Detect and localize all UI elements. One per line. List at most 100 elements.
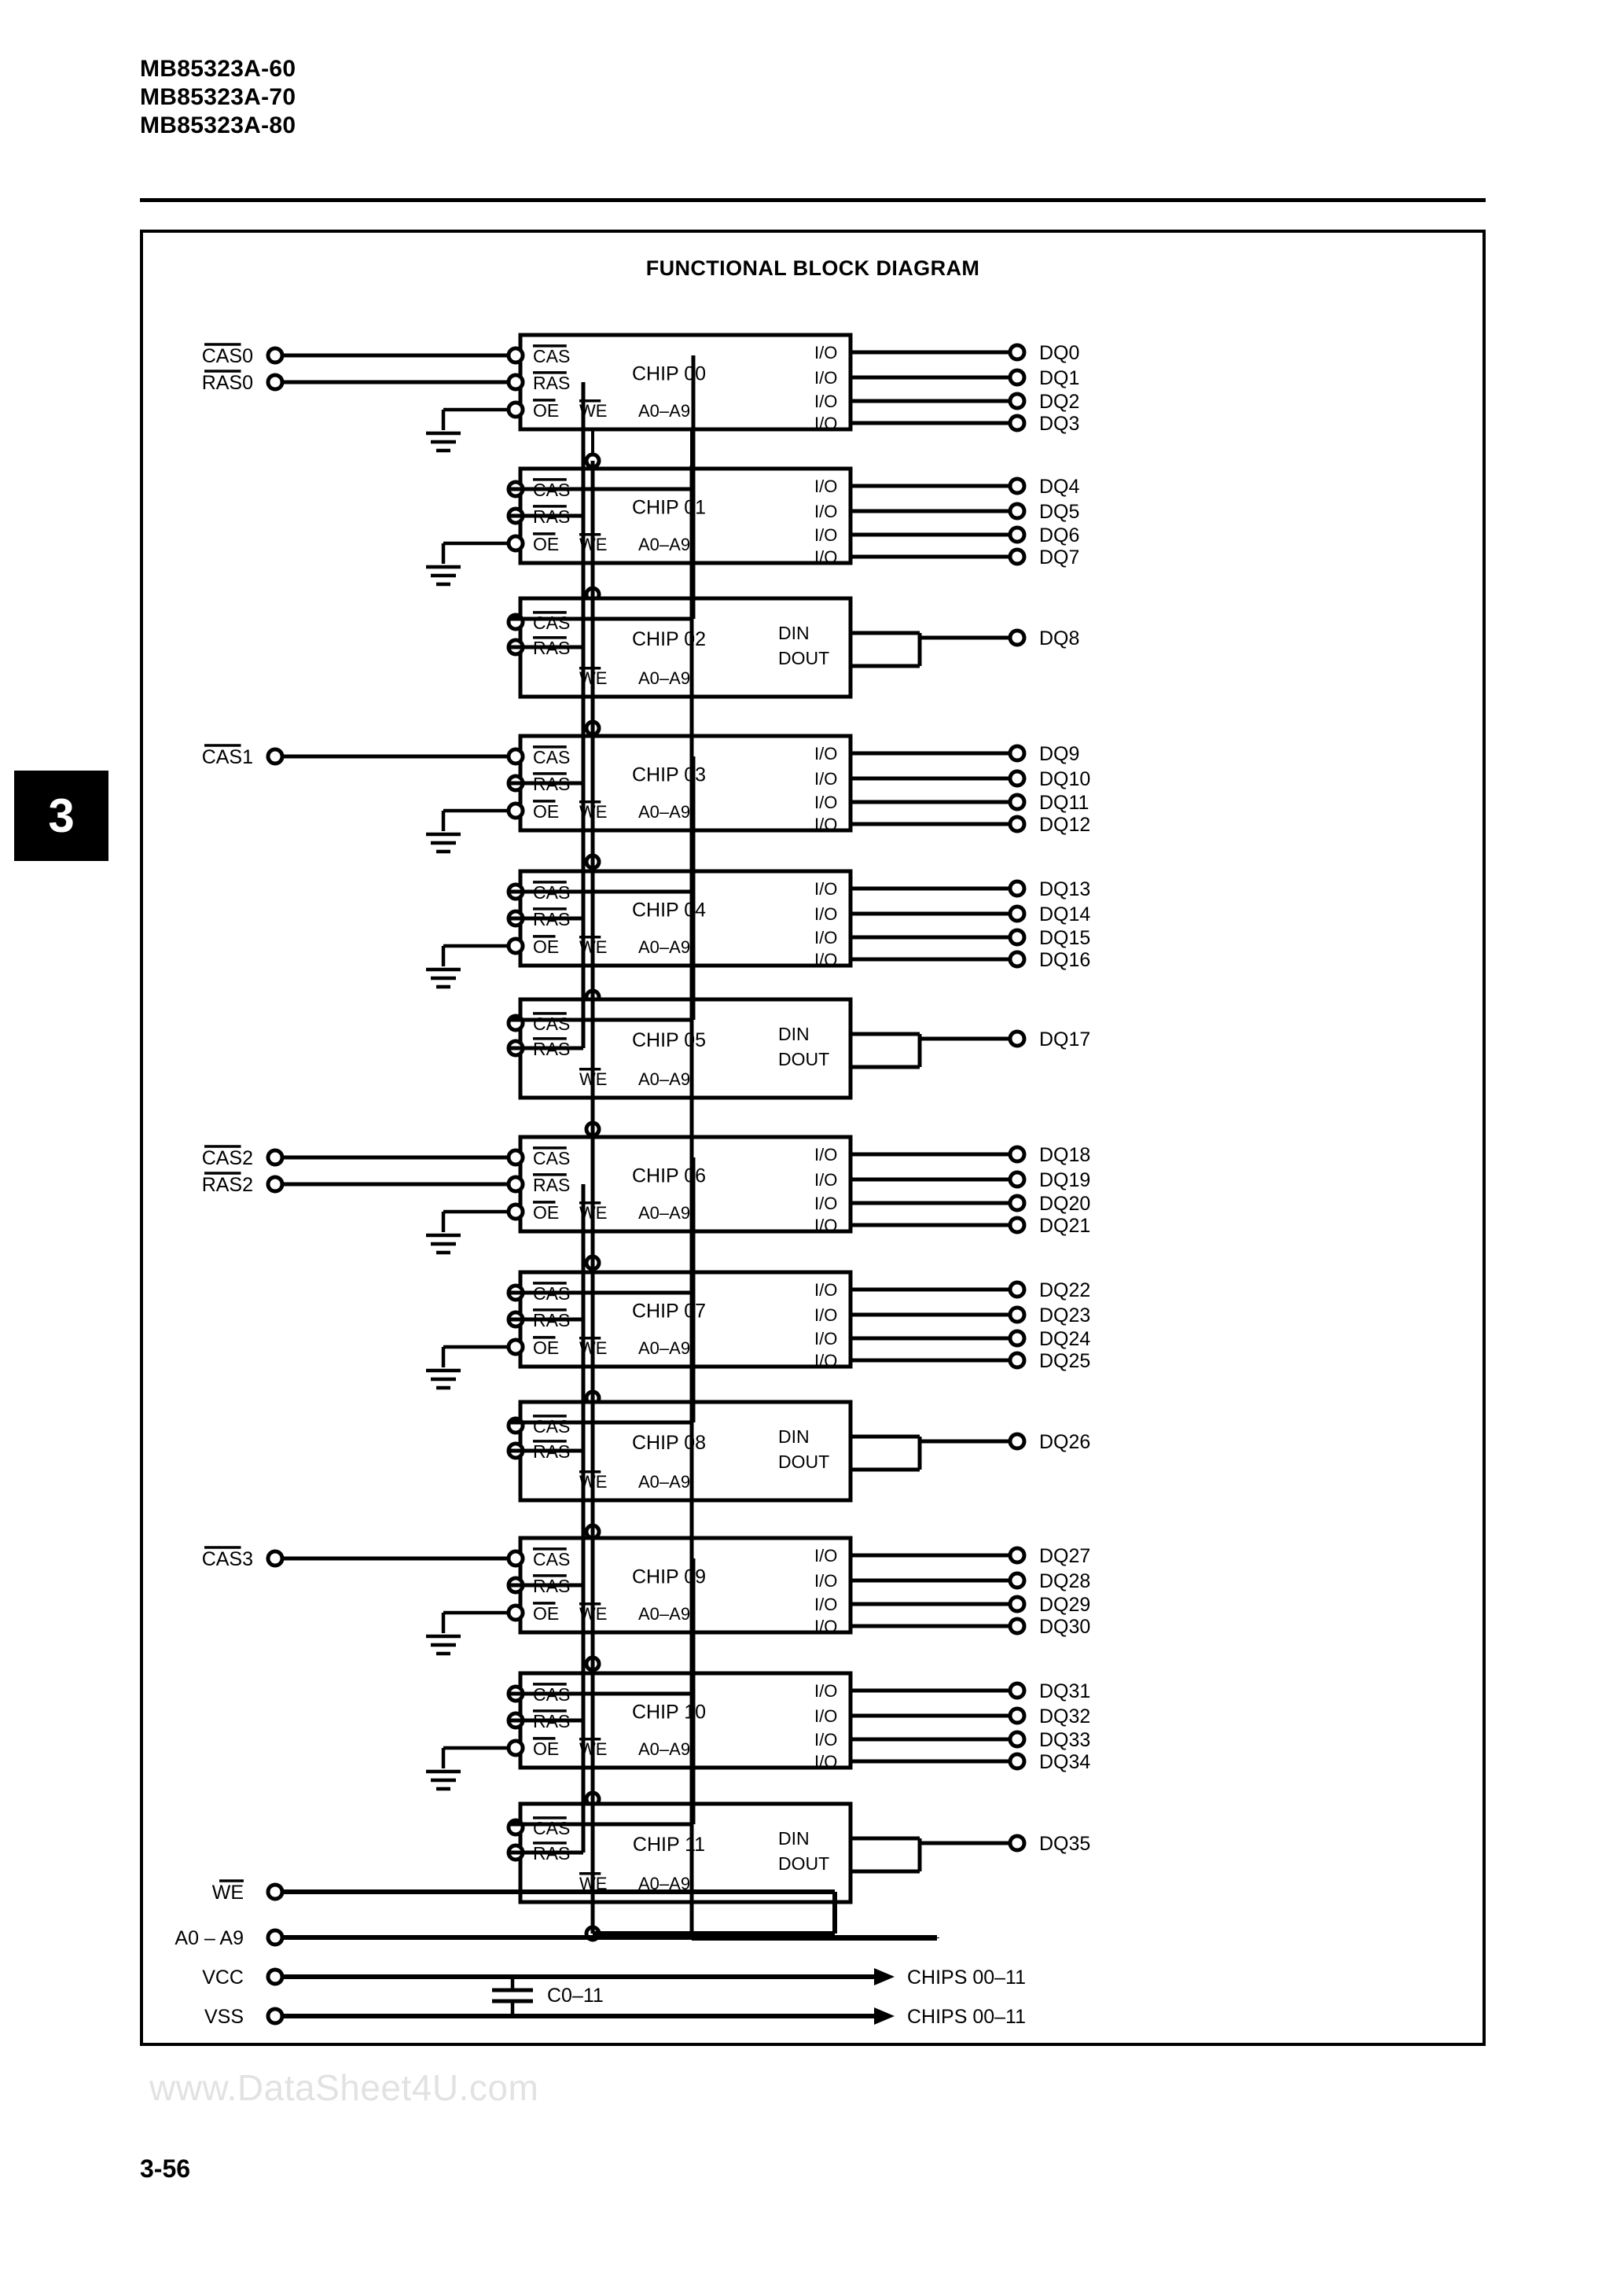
chip-pin-cas-9: CAS <box>533 1549 570 1569</box>
dq-label-DQ14: DQ14 <box>1039 903 1090 925</box>
pin-terminal-ras2 <box>266 1175 285 1194</box>
dq-label-DQ34: DQ34 <box>1039 1751 1090 1773</box>
pin-label-vcc: VCC <box>202 1967 244 1989</box>
chip-pin-terminal-cas-0 <box>506 346 525 365</box>
dq-label-DQ10: DQ10 <box>1039 768 1090 790</box>
chip-pin-addr-3: A0–A9 <box>638 802 690 822</box>
chip-pin-io-10-3: I/O <box>814 1752 837 1772</box>
chip-pin-io-6-1: I/O <box>814 1170 837 1190</box>
chip-pin-terminal-oe-9 <box>506 1603 525 1622</box>
dq-label-DQ24: DQ24 <box>1039 1328 1090 1350</box>
dq-terminal-DQ7 <box>1008 547 1027 566</box>
dq-terminal-11 <box>1008 1834 1027 1853</box>
diagram-title: FUNCTIONAL BLOCK DIAGRAM <box>645 256 980 280</box>
chip-pin-io-1-2: I/O <box>814 525 837 545</box>
pin-terminal-cas1 <box>266 747 285 766</box>
pin-terminal-cas3 <box>266 1549 285 1568</box>
chip-pin-io-9-1: I/O <box>814 1571 837 1591</box>
dq-terminal-DQ12 <box>1008 815 1027 833</box>
chip-pin-io-7-1: I/O <box>814 1305 837 1325</box>
dq-terminal-DQ15 <box>1008 928 1027 947</box>
pin-terminal-cas0 <box>266 346 285 365</box>
dq-label-DQ22: DQ22 <box>1039 1279 1090 1301</box>
chip-pin-cas-2: CAS <box>533 613 570 633</box>
chip-pin-dout-5: DOUT <box>778 1049 829 1069</box>
chip-pin-cas-11: CAS <box>533 1818 570 1838</box>
dq-terminal-DQ18 <box>1008 1145 1027 1164</box>
chip-pin-io-1-1: I/O <box>814 502 837 521</box>
dq-terminal-DQ32 <box>1008 1706 1027 1725</box>
dq-terminal-DQ10 <box>1008 769 1027 788</box>
chip-pin-io-0-1: I/O <box>814 368 837 388</box>
chip-pin-terminal-oe-7 <box>506 1337 525 1356</box>
chip-pin-cas-6: CAS <box>533 1148 570 1168</box>
chip-pin-io-0-2: I/O <box>814 392 837 411</box>
chip-pin-terminal-ras-6 <box>506 1175 525 1194</box>
chip-pin-terminal-oe-1 <box>506 534 525 553</box>
dq-terminal-DQ1 <box>1008 368 1027 387</box>
dq-terminal-DQ3 <box>1008 414 1027 432</box>
dq-label-DQ6: DQ6 <box>1039 524 1079 546</box>
chip-label-11: CHIP 11 <box>633 1834 705 1856</box>
pin-terminal-vss <box>266 2007 285 2026</box>
chip-pin-oe-3: OE <box>533 801 559 822</box>
chip-pin-terminal-oe-0 <box>506 400 525 419</box>
dq-terminal-5 <box>1008 1029 1027 1048</box>
dq-label-DQ31: DQ31 <box>1039 1680 1090 1702</box>
chip-pin-din-2: DIN <box>778 623 810 643</box>
dq-label-DQ27: DQ27 <box>1039 1545 1090 1567</box>
chip-pin-terminal-oe-10 <box>506 1739 525 1757</box>
dq-label-DQ17: DQ17 <box>1039 1028 1090 1050</box>
chip-pin-terminal-oe-6 <box>506 1202 525 1221</box>
dq-terminal-DQ5 <box>1008 502 1027 521</box>
chip-pin-io-1-0: I/O <box>814 476 837 496</box>
chip-label-8: CHIP 08 <box>632 1432 706 1454</box>
dq-terminal-DQ0 <box>1008 343 1027 362</box>
chip-pin-din-5: DIN <box>778 1024 810 1044</box>
ground-symbol-1 <box>426 565 461 587</box>
part-number-2: MB85323A-70 <box>140 84 296 110</box>
chip-pin-din-8: DIN <box>778 1426 810 1447</box>
dq-terminal-DQ28 <box>1008 1571 1027 1590</box>
pin-terminal-addr <box>266 1928 285 1947</box>
chip-pin-io-0-0: I/O <box>814 343 837 362</box>
chip-pin-io-3-0: I/O <box>814 744 837 763</box>
cap-label: C0–11 <box>547 1985 604 2007</box>
chip-pin-io-9-3: I/O <box>814 1617 837 1636</box>
pin-label-addr: A0 – A9 <box>175 1927 244 1949</box>
ground-symbol-9 <box>426 1634 461 1656</box>
chip-pin-io-6-3: I/O <box>814 1216 837 1235</box>
dq-label-DQ13: DQ13 <box>1039 878 1090 900</box>
chip-box-chip-09 <box>518 1536 853 1635</box>
chip-label-2: CHIP 02 <box>632 628 706 650</box>
dq-terminal-DQ6 <box>1008 525 1027 544</box>
chip-box-chip-06 <box>518 1135 853 1234</box>
chip-pin-io-7-3: I/O <box>814 1351 837 1371</box>
dq-label-DQ19: DQ19 <box>1039 1169 1090 1191</box>
chip-pin-terminal-oe-3 <box>506 801 525 820</box>
chip-pin-addr-1: A0–A9 <box>638 535 690 554</box>
dq-label-DQ5: DQ5 <box>1039 501 1079 523</box>
chip-pin-io-10-2: I/O <box>814 1730 837 1750</box>
dq-label-DQ29: DQ29 <box>1039 1594 1090 1616</box>
dq-label-DQ25: DQ25 <box>1039 1350 1090 1372</box>
dq-label-DQ3: DQ3 <box>1039 413 1079 435</box>
chip-pin-io-6-0: I/O <box>814 1145 837 1165</box>
chip-pin-addr-8: A0–A9 <box>638 1472 690 1492</box>
chip-pin-io-4-3: I/O <box>814 950 837 970</box>
dq-label-DQ12: DQ12 <box>1039 814 1090 836</box>
dq-label-DQ0: DQ0 <box>1039 342 1079 364</box>
chip-pin-io-4-0: I/O <box>814 879 837 899</box>
ground-symbol-10 <box>426 1769 461 1791</box>
part-number-3: MB85323A-80 <box>140 112 296 138</box>
chip-pin-io-4-1: I/O <box>814 904 837 924</box>
dq-terminal-DQ11 <box>1008 793 1027 811</box>
dq-label-DQ18: DQ18 <box>1039 1144 1090 1166</box>
dq-label-DQ32: DQ32 <box>1039 1705 1090 1728</box>
dq-terminal-DQ31 <box>1008 1681 1027 1700</box>
chip-pin-io-0-3: I/O <box>814 414 837 433</box>
vss-target-label: CHIPS 00–11 <box>907 2006 1026 2028</box>
dq-terminal-DQ34 <box>1008 1752 1027 1771</box>
